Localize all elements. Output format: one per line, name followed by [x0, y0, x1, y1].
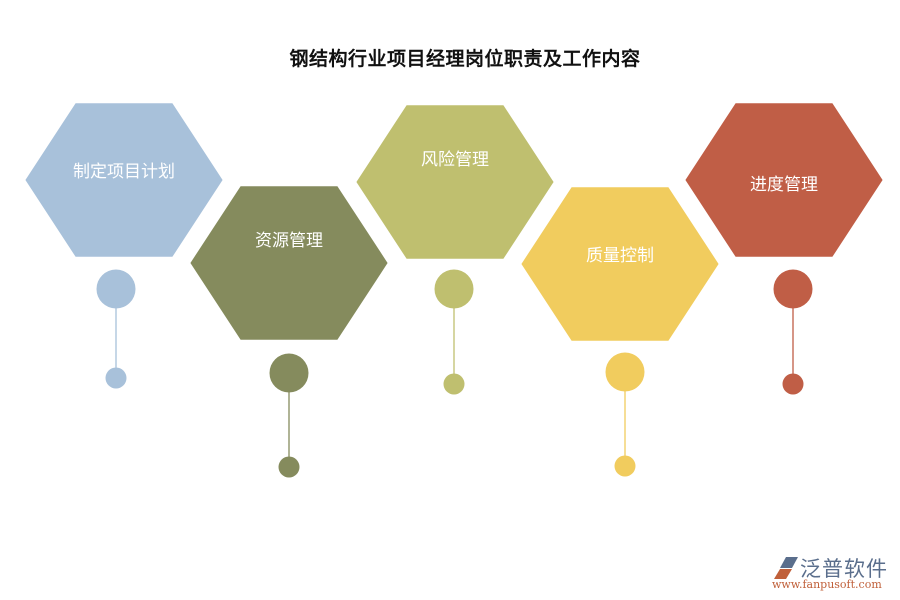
pin-marker-5 [773, 269, 813, 395]
hexagon-2: 资源管理 [185, 182, 393, 344]
small-dot [443, 373, 465, 395]
hexagon-1: 制定项目计划 [20, 99, 228, 261]
hexagon-shape [351, 101, 559, 263]
logo-url: www.fanpusoft.com [772, 578, 882, 591]
large-dot [269, 353, 309, 393]
fanpu-logo: 泛普软件 www.fanpusoft.com [770, 552, 895, 592]
hexagon-3: 风险管理 [351, 101, 559, 263]
hexagon-shape [680, 99, 888, 261]
hexagon-label: 进度管理 [750, 175, 818, 195]
small-dot [278, 456, 300, 478]
hexagon-5: 进度管理 [680, 99, 888, 261]
hexagon-shape [516, 183, 724, 345]
pin-marker-1 [96, 269, 136, 389]
diagram-title: 钢结构行业项目经理岗位职责及工作内容 [289, 48, 641, 70]
large-dot [605, 352, 645, 392]
pin-marker-2 [269, 353, 309, 478]
hexagon-shape [20, 99, 228, 261]
large-dot [434, 269, 474, 309]
hexagon-shape [185, 182, 393, 344]
hexagon-label: 资源管理 [255, 231, 323, 251]
large-dot [773, 269, 813, 309]
hexagon-label: 制定项目计划 [73, 162, 175, 182]
small-dot [782, 373, 804, 395]
pin-marker-4 [605, 352, 645, 477]
logo-mark-icon [774, 557, 798, 579]
hexagon-label: 风险管理 [421, 150, 489, 170]
hexagon-label: 质量控制 [586, 246, 654, 266]
small-dot [105, 367, 127, 389]
large-dot [96, 269, 136, 309]
small-dot [614, 455, 636, 477]
pin-marker-3 [434, 269, 474, 395]
hexagon-4: 质量控制 [516, 183, 724, 345]
logo-name: 泛普软件 [800, 557, 888, 581]
